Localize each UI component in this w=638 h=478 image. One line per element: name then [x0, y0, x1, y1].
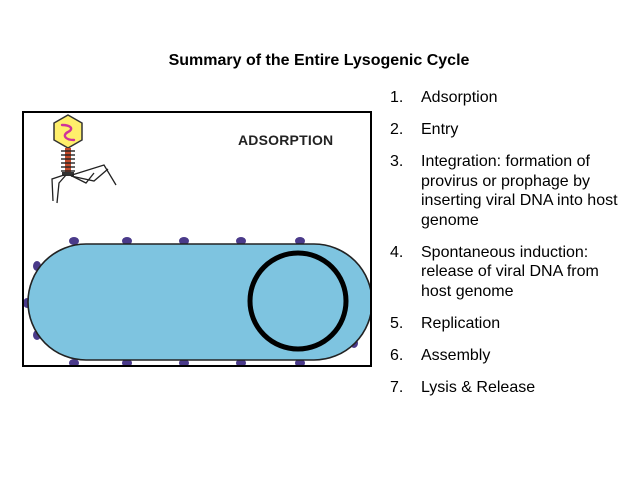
adsorption-illustration	[24, 114, 370, 365]
slide-title: Summary of the Entire Lysogenic Cycle	[168, 52, 470, 69]
lysogenic-steps-list: 1. Adsorption 2. Entry 3. Integration: form…	[390, 88, 630, 410]
step-item: 3. Integration: formation of provirus or …	[390, 152, 630, 230]
step-text: Adsorption	[421, 89, 498, 106]
bacteriophage	[51, 114, 117, 204]
host-chromosome	[247, 250, 349, 352]
step-text: Entry	[421, 121, 459, 138]
bacterial-cell	[27, 243, 370, 361]
step-item: 1. Adsorption	[390, 88, 630, 108]
step-item: 7. Lysis & Release	[390, 378, 630, 398]
step-text: Spontaneous induction: release of viral …	[421, 243, 599, 300]
step-item: 6. Assembly	[390, 346, 630, 366]
step-text: Lysis & Release	[421, 378, 536, 396]
step-number: 3.	[390, 153, 404, 170]
step-text: Assembly	[421, 346, 491, 364]
step-text: Replication	[421, 314, 501, 332]
step-number: 1.	[390, 89, 404, 106]
step-number: 4.	[390, 243, 404, 261]
step-item: 5. Replication	[390, 314, 630, 334]
step-item: 4. Spontaneous induction: release of vira…	[390, 243, 630, 302]
step-text: Integration: formation of provirus or pr…	[421, 153, 618, 229]
figure-label: ADSORPTION	[238, 132, 334, 148]
step-number: 7.	[390, 378, 404, 396]
step-number: 2.	[390, 121, 404, 138]
step-number: 5.	[390, 314, 404, 332]
adsorption-figure: ADSORPTION	[22, 111, 372, 367]
step-number: 6.	[390, 346, 404, 364]
step-item: 2. Entry	[390, 120, 630, 140]
